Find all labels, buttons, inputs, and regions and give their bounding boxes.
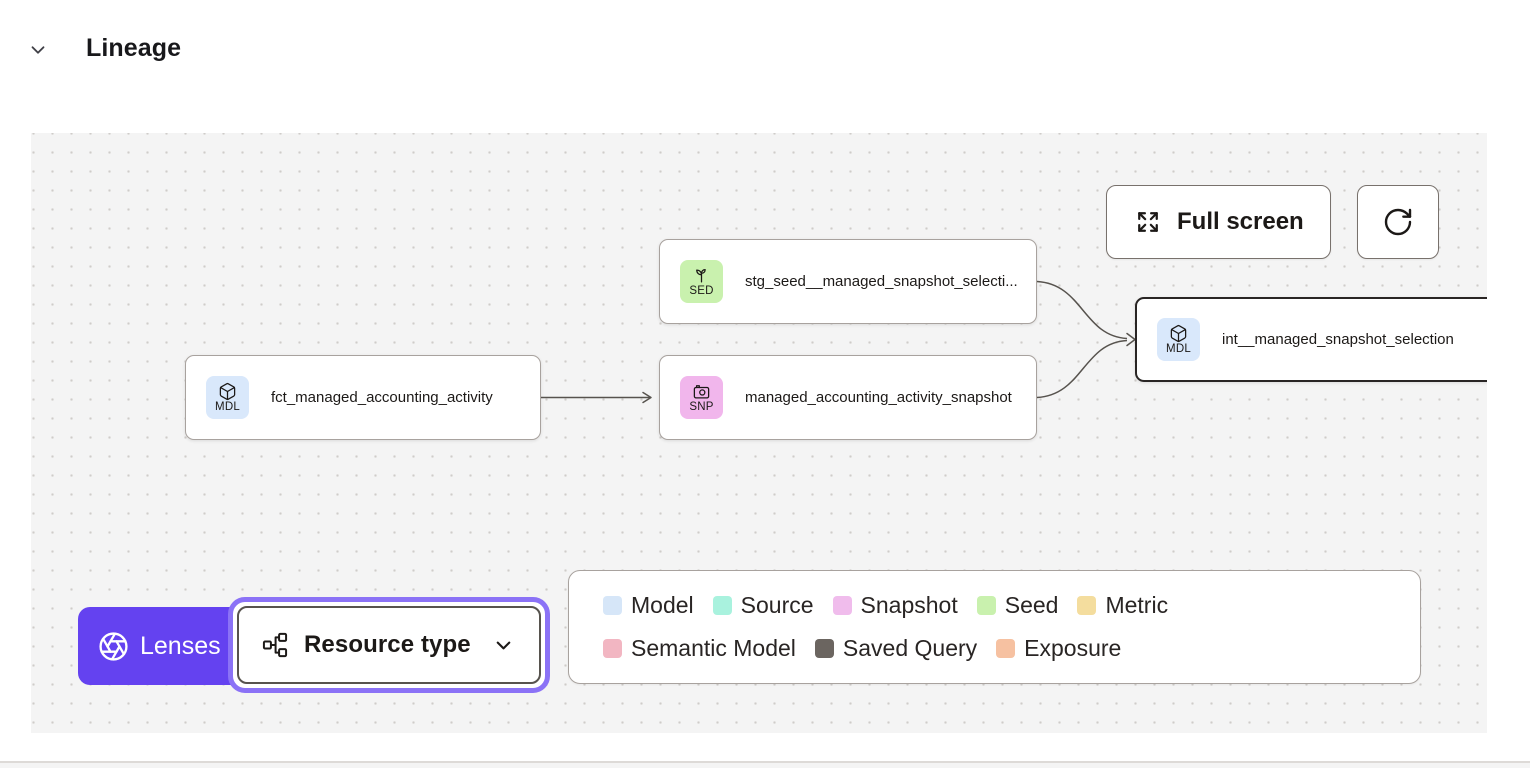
- legend-item-semantic-model: Semantic Model: [603, 635, 796, 662]
- legend-swatch: [603, 638, 622, 658]
- camera-icon: [692, 382, 711, 401]
- snapshot-badge: SNP: [680, 376, 723, 419]
- model-badge: MDL: [1157, 318, 1200, 361]
- badge-label: MDL: [1166, 342, 1191, 355]
- chevron-down-icon: [492, 634, 515, 657]
- legend-item-exposure: Exposure: [996, 635, 1121, 662]
- legend-row-2: Semantic Model Saved Query Exposure: [603, 635, 1420, 662]
- legend-item-source: Source: [712, 592, 814, 619]
- node-label: managed_accounting_activity_snapshot: [745, 389, 1012, 406]
- next-section-edge: [0, 763, 1530, 768]
- lenses-button[interactable]: Lenses: [78, 607, 245, 685]
- legend-label: Snapshot: [860, 592, 958, 619]
- legend-item-seed: Seed: [976, 592, 1059, 619]
- lineage-canvas[interactable]: Full screen SED stg_seed__managed_snapsh…: [31, 133, 1487, 733]
- legend-label: Seed: [1004, 592, 1059, 619]
- aperture-icon: [98, 631, 129, 662]
- legend: Model Source Snapshot Seed Metric S: [568, 570, 1421, 684]
- hierarchy-icon: [261, 631, 289, 659]
- sprout-icon: [692, 266, 711, 285]
- node-label: fct_managed_accounting_activity: [271, 389, 493, 406]
- legend-item-metric: Metric: [1077, 592, 1168, 619]
- badge-label: SED: [689, 284, 714, 297]
- resource-type-dropdown[interactable]: Resource type: [237, 606, 541, 684]
- legend-item-snapshot: Snapshot: [832, 592, 958, 619]
- cube-icon: [218, 382, 237, 401]
- resource-type-label: Resource type: [304, 631, 471, 658]
- legend-swatch: [832, 596, 852, 616]
- model-badge: MDL: [206, 376, 249, 419]
- lineage-collapse-chevron-icon[interactable]: [27, 39, 49, 61]
- legend-label: Metric: [1105, 592, 1169, 619]
- bottom-divider: [0, 761, 1530, 763]
- legend-swatch: [712, 596, 732, 616]
- legend-swatch: [603, 596, 622, 616]
- legend-label: Source: [740, 592, 814, 619]
- node-stg-seed[interactable]: SED stg_seed__managed_snapshot_selecti..…: [659, 239, 1037, 324]
- node-label: stg_seed__managed_snapshot_selecti...: [745, 273, 1018, 290]
- full-screen-button[interactable]: Full screen: [1106, 185, 1331, 259]
- expand-icon: [1133, 207, 1163, 237]
- resource-type-focus-ring: Resource type: [228, 597, 550, 693]
- node-managed-accounting-activity-snapshot[interactable]: SNP managed_accounting_activity_snapshot: [659, 355, 1037, 440]
- legend-label: Exposure: [1024, 634, 1122, 661]
- lenses-label: Lenses: [140, 631, 221, 660]
- legend-label: Semantic Model: [631, 634, 796, 661]
- node-label: int__managed_snapshot_selection: [1222, 331, 1454, 348]
- legend-label: Saved Query: [842, 634, 978, 661]
- full-screen-label: Full screen: [1177, 208, 1304, 235]
- legend-row-1: Model Source Snapshot Seed Metric: [603, 592, 1420, 619]
- cube-icon: [1169, 324, 1188, 343]
- legend-label: Model: [631, 592, 694, 619]
- refresh-button[interactable]: [1357, 185, 1439, 259]
- seed-badge: SED: [680, 260, 723, 303]
- refresh-icon: [1382, 206, 1414, 238]
- node-fct-managed-accounting-activity[interactable]: MDL fct_managed_accounting_activity: [185, 355, 541, 440]
- badge-label: MDL: [215, 400, 240, 413]
- legend-swatch: [976, 596, 996, 616]
- page-title: Lineage: [86, 34, 182, 62]
- node-int-managed-snapshot-selection[interactable]: MDL int__managed_snapshot_selection: [1135, 297, 1487, 382]
- badge-label: SNP: [689, 400, 714, 413]
- legend-item-model: Model: [603, 592, 694, 619]
- legend-swatch: [814, 638, 834, 658]
- legend-item-saved-query: Saved Query: [814, 634, 978, 662]
- legend-swatch: [996, 638, 1016, 658]
- legend-swatch: [1077, 596, 1097, 616]
